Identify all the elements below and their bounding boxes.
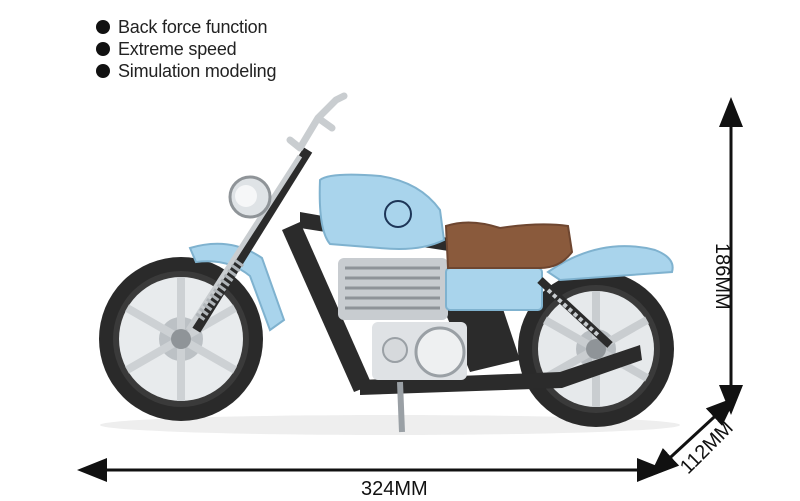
tank-emblem-icon [384, 200, 412, 228]
engine [338, 258, 467, 380]
fuel-tank [318, 173, 446, 250]
feature-label: Simulation modeling [118, 60, 277, 81]
bullet-icon [96, 64, 110, 78]
rear-shock [537, 277, 613, 348]
length-label: 324MM [361, 478, 428, 500]
ground-shadow [100, 415, 680, 435]
feature-list: Back force function Extreme speed Simula… [96, 16, 276, 82]
feature-item: Extreme speed [96, 38, 276, 60]
feature-item: Back force function [96, 16, 276, 38]
feature-label: Back force function [118, 16, 268, 37]
headlight [228, 175, 272, 219]
bullet-icon [96, 42, 110, 56]
feature-label: Extreme speed [118, 38, 237, 59]
front-fender [188, 242, 286, 332]
kickstand [397, 381, 405, 433]
side-cover [445, 267, 543, 311]
feature-item: Simulation modeling [96, 60, 276, 82]
bullet-icon [96, 20, 110, 34]
seat [444, 221, 574, 269]
motorcycle [99, 92, 674, 433]
front-fork [185, 147, 313, 333]
depth-arrow [648, 396, 737, 478]
front-wheel [99, 257, 263, 421]
handlebar [286, 92, 348, 152]
rear-fender [546, 245, 674, 282]
height-label: 186MM [711, 243, 733, 310]
